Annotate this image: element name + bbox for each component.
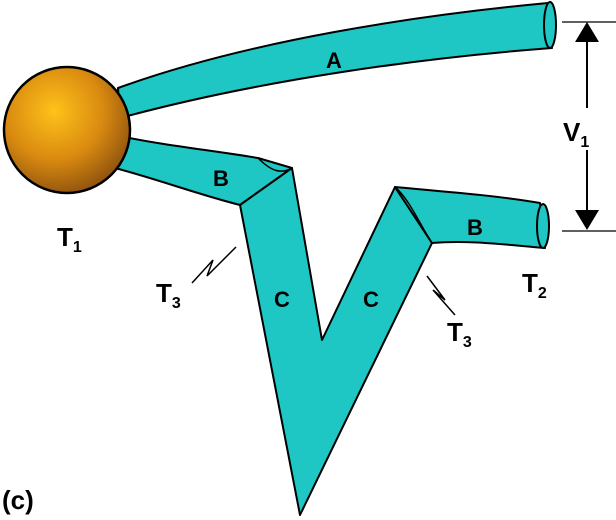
t2-label: T2 xyxy=(522,268,547,302)
wire-b-right-label: B xyxy=(467,215,483,240)
t1-letter: T xyxy=(57,222,73,252)
wire-c-right-label: C xyxy=(363,287,379,312)
junction-seam-right xyxy=(394,186,433,244)
t2-letter: T xyxy=(522,268,538,298)
t1-subscript: 1 xyxy=(73,239,82,256)
junction-sphere xyxy=(2,65,132,195)
panel-label: (c) xyxy=(2,485,34,515)
t3-right-label: T3 xyxy=(447,317,472,351)
wire-c-left-label: C xyxy=(274,287,290,312)
t3-right-letter: T xyxy=(447,317,463,347)
v1-letter: V xyxy=(563,117,581,147)
wire-b-left-label: B xyxy=(213,166,229,191)
t3-left-label: T3 xyxy=(156,278,181,312)
t3-left-leader xyxy=(191,246,237,284)
t3-left-subscript: 3 xyxy=(172,295,181,312)
junction-seam-left xyxy=(257,157,293,172)
wire-a-end-cap xyxy=(543,1,557,49)
t3-right-leader xyxy=(426,275,456,316)
wire-b-end-cap xyxy=(536,203,550,249)
wire-b-right xyxy=(394,186,546,249)
wire-c xyxy=(239,167,433,516)
wire-a-label: A xyxy=(326,48,342,73)
t3-right-subscript: 3 xyxy=(463,334,472,351)
t3-left-letter: T xyxy=(156,278,172,308)
v1-subscript: 1 xyxy=(580,134,589,151)
v1-label: V1 xyxy=(563,117,589,151)
t1-label: T1 xyxy=(57,222,82,256)
t2-subscript: 2 xyxy=(538,285,547,302)
